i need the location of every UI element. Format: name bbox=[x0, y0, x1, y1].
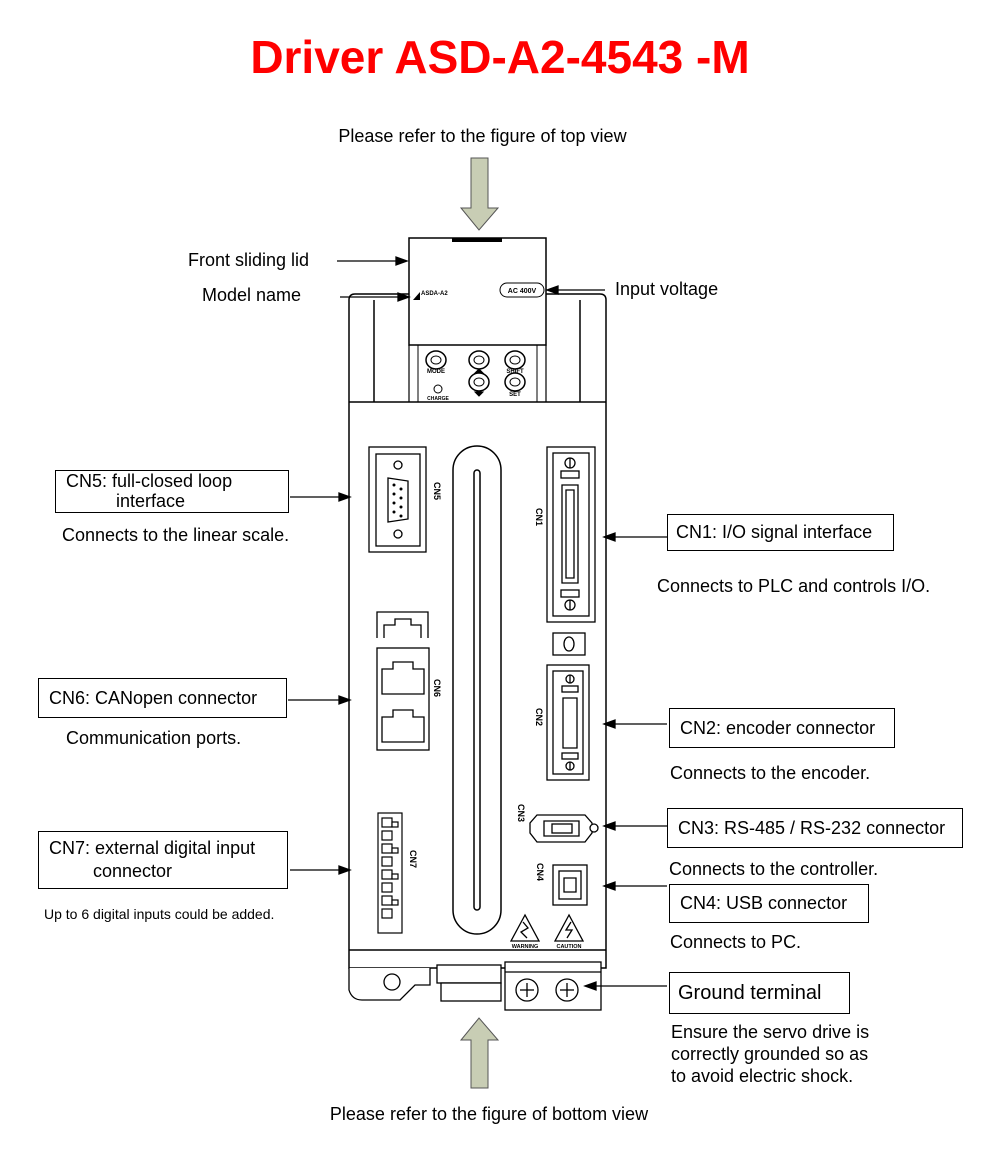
set-label: SET bbox=[509, 392, 521, 398]
ground-terminal-description: Ensure the servo drive is correctly grou… bbox=[671, 1021, 869, 1087]
cn1-port-label: CN1 bbox=[534, 508, 544, 526]
ground-terminal-label-box: Ground terminal bbox=[669, 972, 850, 1014]
cn6-port-label: CN6 bbox=[432, 679, 442, 697]
cn1-description: Connects to PLC and controls I/O. bbox=[657, 576, 931, 596]
input-voltage-label: Input voltage bbox=[615, 279, 719, 299]
cn3-port bbox=[529, 814, 599, 843]
cn6-description: Communication ports. bbox=[66, 728, 242, 748]
bottom-assembly bbox=[348, 961, 602, 1011]
cn5-label-line2: interface bbox=[116, 491, 186, 511]
cn3-description: Connects to the controller. bbox=[669, 859, 879, 879]
warning-text: WARNING bbox=[512, 944, 539, 950]
cn7-port-label: CN7 bbox=[408, 850, 418, 868]
bottom-view-note: Please refer to the figure of bottom vie… bbox=[329, 1104, 649, 1124]
cn7-label-line1: CN7: external digital input bbox=[49, 838, 256, 858]
page-title: Driver ASD-A2-4543 -M bbox=[250, 31, 750, 83]
cn5-port-label: CN5 bbox=[432, 482, 442, 500]
voltage-badge bbox=[499, 282, 545, 298]
cn3-port-label: CN3 bbox=[516, 804, 526, 822]
cn4-description: Connects to PC. bbox=[670, 932, 802, 952]
model-mark-text: ASDA-A2 bbox=[421, 291, 448, 297]
cn2-port bbox=[546, 664, 590, 781]
cn2-description: Connects to the encoder. bbox=[670, 763, 871, 783]
cn4-port-label: CN4 bbox=[535, 863, 545, 881]
keypad bbox=[425, 350, 526, 397]
cn5-label-line1: CN5: full-closed loop bbox=[66, 471, 233, 491]
cn5-port bbox=[368, 446, 427, 553]
ground-desc-line2: correctly grounded so as bbox=[671, 1044, 869, 1064]
ground-desc-line1: Ensure the servo drive is bbox=[671, 1022, 870, 1042]
cn1-port bbox=[546, 446, 596, 623]
cn3-label-box: CN3: RS-485 / RS-232 connector bbox=[667, 808, 963, 848]
cn5-label-box: CN5: full-closed loop interface bbox=[55, 470, 289, 513]
shift-label: SHIFT bbox=[506, 369, 524, 375]
cn5-description: Connects to the linear scale. bbox=[62, 525, 290, 545]
cn7-port bbox=[377, 812, 403, 934]
warning-sign bbox=[509, 913, 585, 942]
charge-label: CHARGE bbox=[427, 396, 449, 402]
caution-text: CAUTION bbox=[556, 944, 581, 950]
front-sliding-lid-label: Front sliding lid bbox=[188, 250, 310, 270]
cn7-description: Up to 6 digital inputs could be added. bbox=[44, 906, 275, 922]
model-name-label: Model name bbox=[202, 285, 302, 305]
cn7-label-box: CN7: external digital input connector bbox=[38, 831, 288, 889]
cn6-port bbox=[376, 611, 430, 751]
cn1-label-box: CN1: I/O signal interface bbox=[667, 514, 894, 551]
small-indicator bbox=[552, 632, 586, 656]
cn2-label-box: CN2: encoder connector bbox=[669, 708, 895, 748]
bottom-view-arrow bbox=[459, 1017, 500, 1089]
cn2-port-label: CN2 bbox=[534, 708, 544, 726]
delta-logo bbox=[413, 292, 420, 300]
callout-arrows bbox=[288, 256, 667, 991]
voltage-badge-text: AC 400V bbox=[508, 288, 537, 295]
cn4-label-box: CN4: USB connector bbox=[669, 884, 869, 923]
cn4-port bbox=[552, 864, 588, 906]
mode-label: MODE bbox=[427, 369, 445, 375]
cn6-label-box: CN6: CANopen connector bbox=[38, 678, 287, 718]
top-view-arrow bbox=[459, 157, 500, 231]
top-view-note: Please refer to the figure of top view bbox=[338, 126, 627, 146]
center-slot bbox=[452, 445, 502, 935]
ground-desc-line3: to avoid electric shock. bbox=[671, 1066, 854, 1086]
cn7-label-line2: connector bbox=[93, 861, 173, 881]
